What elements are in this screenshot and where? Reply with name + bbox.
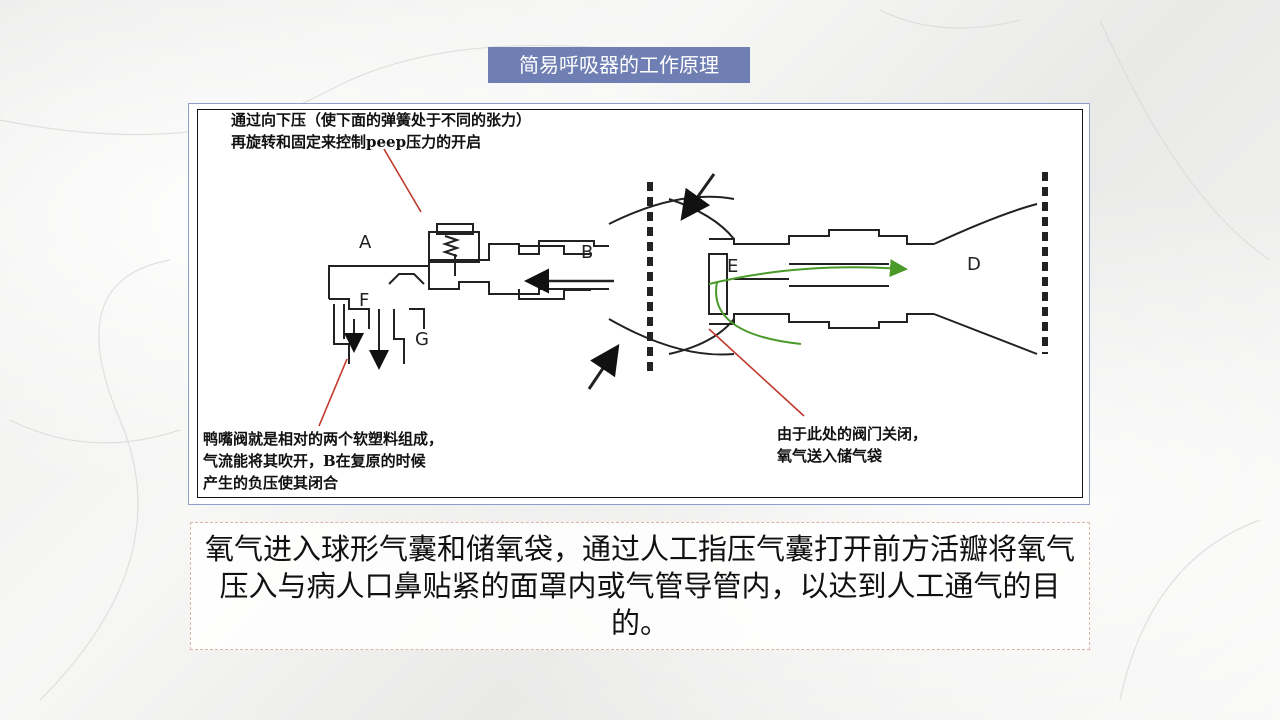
diagram-frame: 通过向下压（使下面的弹簧处于不同的张力） 再旋转和固定来控制peep压力的开启 … (188, 103, 1090, 505)
note-right-line1: 由于此处的阀门关闭， (777, 425, 928, 443)
label-b: B (581, 242, 594, 263)
note-left-line1: 鸭嘴阀就是相对的两个软塑料组成， (203, 430, 444, 448)
note-right-line2: 氧气送入储气袋 (777, 447, 883, 465)
page-title: 简易呼吸器的工作原理 (488, 47, 750, 83)
label-e: E (727, 256, 739, 277)
label-g: G (415, 329, 429, 350)
caption-box: 氧气进入球形气囊和储氧袋，通过人工指压气囊打开前方活瓣将氧气压入与病人口鼻贴紧的… (190, 522, 1090, 650)
label-d: D (967, 254, 981, 275)
label-f: F (359, 290, 370, 311)
note-top-line2: 再旋转和固定来控制peep压力的开启 (231, 133, 482, 151)
resuscitator-diagram (318, 148, 1048, 427)
label-a: A (359, 232, 372, 253)
note-left-line2: 气流能将其吹开，B在复原的时候 (203, 452, 426, 470)
note-top-line1: 通过向下压（使下面的弹簧处于不同的张力） (231, 111, 532, 129)
diagram-border (197, 109, 1083, 498)
note-left-line3: 产生的负压使其闭合 (203, 474, 339, 492)
caption-text: 氧气进入球形气囊和储氧袋，通过人工指压气囊打开前方活瓣将氧气压入与病人口鼻贴紧的… (205, 531, 1076, 640)
